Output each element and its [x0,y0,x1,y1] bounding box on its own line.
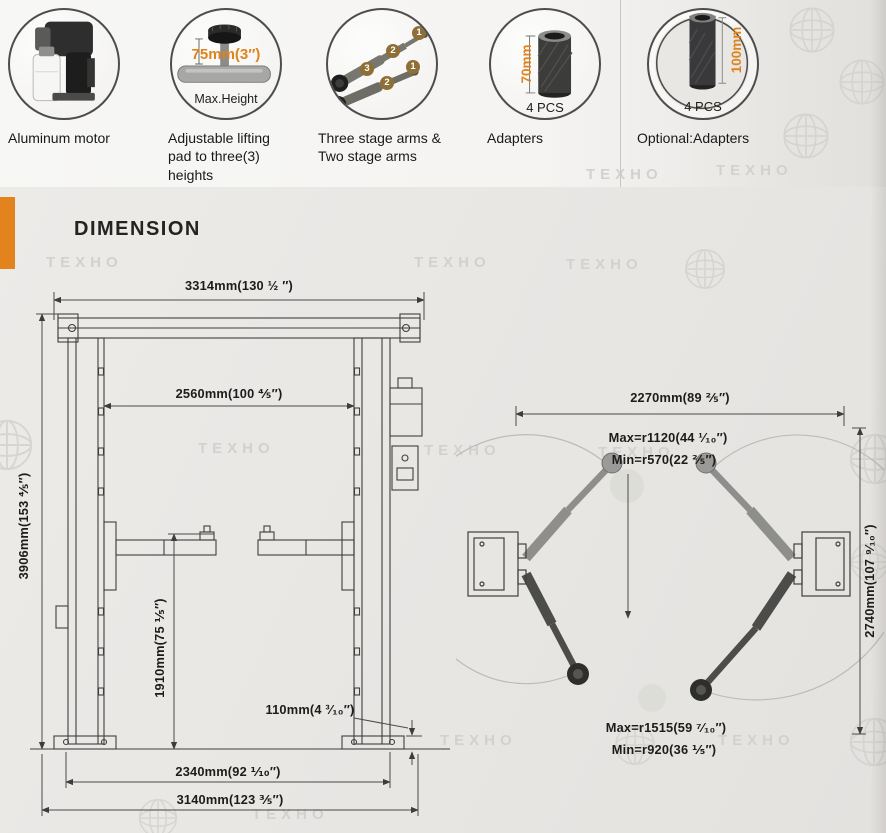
arm-stage-badge: 1 [406,60,420,74]
optional-adapter-quantity: 4 PCS [684,99,722,114]
feature-label-optional-adapters: Optional:Adapters [637,130,750,146]
top-view-dimension-lines [515,406,866,735]
dim-front-arm-max: Max=r1120(44 ¹⁄₁₀″) [609,430,728,445]
columns-top-view [467,531,851,597]
feature-optional-adapters: 100mm 4 PCS Optional:Adapters [637,8,777,147]
adapter-quantity: 4 PCS [526,100,564,115]
dim-rear-arm-min: Min=r920(36 ⅕″) [612,742,717,757]
adapter-illustration [525,30,573,98]
front-view-drawing: 3314mm(130 ½ ″) 2560mm(100 ⅘″) 3906mm(15… [16,278,450,816]
front-view-dimension-lines [36,292,425,816]
texho-watermark: TEXHO [586,166,663,183]
swing-arms [521,452,797,701]
top-view-drawing: 2270mm(89 ⅖″) Max=r1120(44 ¹⁄₁₀″) Min=r5… [456,390,884,757]
texho-watermark: TEXHO [566,256,643,273]
globe-watermark-icon [789,7,835,53]
feature-aluminum-motor: Aluminum motor [8,8,140,147]
globe-watermark-icon [0,419,33,471]
globe-watermark-icon [685,249,725,289]
feature-photo-lifting-pad: 75mm(3″) Max.Height [170,8,282,120]
globe-watermark-icon [849,717,886,767]
arm-stage-badge: 1 [412,26,426,40]
dim-inner-width: 2560mm(100 ⅘″) [176,386,283,401]
optional-adapter-height-dimension: 100mm [729,26,744,74]
feature-adapters: 70mm 4 PCS Adapters [487,8,601,147]
feature-photo-aluminum-motor [8,8,120,120]
dimension-section-background [0,187,886,833]
dim-rear-arm-max: Max=r1515(59 ⁷⁄₁₀″) [606,720,727,735]
arm-stage-badge: 2 [380,76,394,90]
lift-structure [30,313,450,750]
adapter-height-dimension: 70mm [519,44,534,84]
feature-divider [620,0,621,187]
pad-max-height-note: Max.Height [194,92,258,106]
dim-overall-depth: 2740mm(107 ⁹⁄₁₀″) [862,524,877,637]
dim-base-width: 2340mm(92 ⅒″) [175,764,280,779]
arm-swing-arcs [456,434,884,701]
dim-overall-width: 3314mm(130 ½ ″) [185,278,293,293]
feature-photo-stage-arms: 1 2 3 1 2 [326,8,438,120]
feature-label-stage-arms: Three stage arms & Two stage arms [318,130,441,165]
feature-photo-adapters: 70mm 4 PCS [489,8,601,120]
optional-adapter-illustration [654,12,750,111]
texho-watermark: TEXHO [716,162,793,179]
pad-min-position-ghost [638,684,666,712]
dim-column-distance: 2270mm(89 ⅖″) [630,390,730,405]
dim-overall-height: 3906mm(153 ⅘″) [16,473,31,580]
globe-watermark-icon [615,725,655,765]
feature-label-aluminum-motor: Aluminum motor [8,130,110,146]
feature-lifting-pad: 75mm(3″) Max.Height Adjustable lifting p… [168,8,290,184]
dimension-accent-bar [0,197,15,269]
feature-stage-arms: 1 2 3 1 2 Three stage arms & Two stage a… [318,8,448,166]
dim-lifting-height: 1910mm(75 ⅕″) [152,598,167,698]
dim-front-arm-min: Min=r570(22 ⅖″) [612,452,717,467]
globe-watermark-icon [839,59,885,105]
texho-watermark: TEXHO [198,440,275,457]
lifting-pad-illustration [177,24,271,83]
texho-watermark: TEXHO [46,254,123,271]
texho-watermark: TEXHO [414,254,491,271]
texho-watermark: TEXHO [424,442,501,459]
texho-watermark: TEXHO [440,732,517,749]
pad-min-position-ghost [610,469,644,503]
feature-label-lifting-pad: Adjustable lifting pad to three(3) heigh… [168,130,270,183]
globe-watermark-icon [138,798,178,833]
dimension-section-title: DIMENSION [74,218,201,240]
arm-stage-badge: 3 [360,62,374,76]
feature-label-adapters: Adapters [487,130,544,146]
feature-photo-optional-adapters: 100mm 4 PCS [647,8,759,120]
texho-watermark: TEXHO [718,732,795,749]
pad-height-dimension: 75mm(3″) [191,46,261,63]
dim-base-height: 110mm(4 ³⁄₁₀″) [266,702,355,717]
scan-edge-shade [870,0,886,833]
globe-watermark-icon [783,113,829,159]
aluminum-motor-illustration [32,21,95,102]
dim-floor-width: 3140mm(123 ⅗″) [177,792,284,807]
arm-stage-badge: 2 [386,44,400,58]
